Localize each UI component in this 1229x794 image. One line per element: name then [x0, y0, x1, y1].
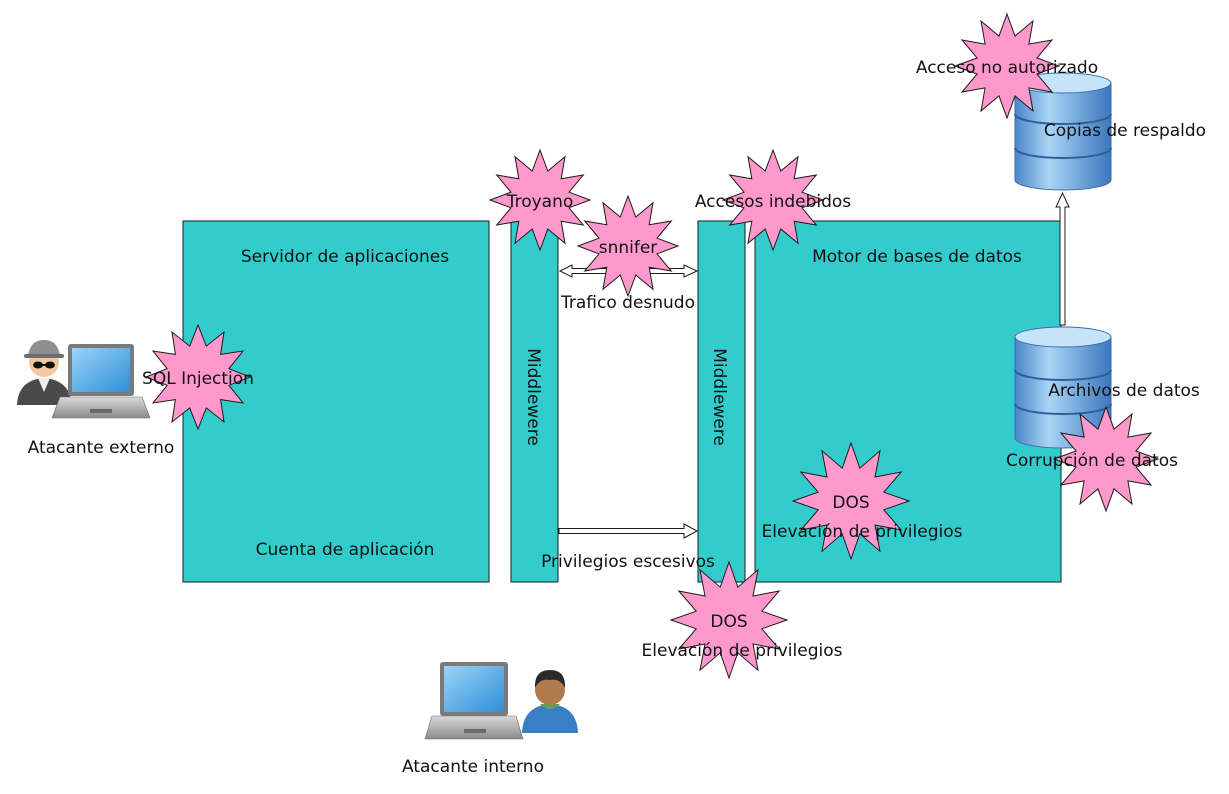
middleware-left-box: Middlewere: [510, 220, 559, 583]
threat-elevacion-engine-label: Elevación de privilegios: [762, 522, 963, 542]
corrupcion-star: [1052, 405, 1160, 513]
troyano-star: [488, 148, 592, 252]
threat-troyano-label: Troyano: [506, 192, 574, 212]
internal-attacker-icon: [424, 662, 578, 740]
threat-dos-engine-label: DOS: [832, 493, 869, 513]
threat-dos-bottom-label: DOS: [710, 612, 747, 632]
threat-stars: [144, 12, 1160, 680]
app-server-title: Servidor de aplicaciones: [241, 247, 449, 267]
traffic-label: Trafico desnudo: [560, 293, 695, 313]
privileges-label: Privilegios escesivos: [541, 552, 715, 572]
internal-attacker-label: Atacante interno: [402, 757, 544, 777]
threat-accesos-indebidos-label: Accesos indebidos: [695, 192, 851, 212]
sniffer-star: [576, 194, 680, 298]
db-engine-title: Motor de bases de datos: [812, 247, 1022, 267]
threat-sql-injection-label: SQL Injection: [142, 369, 254, 389]
middleware-right-label: Middlewere: [709, 348, 729, 446]
threat-sniffer-label: snnifer: [599, 238, 658, 258]
datafiles-label: Archivos de datos: [1048, 381, 1200, 401]
backup-label: Copias de respaldo: [1044, 121, 1206, 141]
middleware-left-label: Middlewere: [523, 348, 543, 446]
db-engine-box: Motor de bases de datos: [754, 220, 1062, 583]
threat-corrupcion-label: Corrupción de datos: [1006, 451, 1178, 471]
accesos-indebidos-star: [721, 148, 825, 252]
dos-elevacion-bottom-star: [669, 560, 789, 680]
external-attacker-label: Atacante externo: [28, 438, 175, 458]
privileges-arrow: [558, 523, 699, 539]
threat-acceso-no-autorizado-label: Acceso no autorizado: [916, 58, 1098, 78]
threat-elevacion-bottom-label: Elevación de privilegios: [642, 641, 843, 661]
dos-elevacion-engine-star: [791, 441, 911, 561]
backup-arrow: [1055, 191, 1070, 326]
app-server-box: Servidor de aplicaciones Cuenta de aplic…: [182, 220, 490, 583]
app-account-label: Cuenta de aplicación: [256, 540, 435, 560]
sql-injection-star: [144, 323, 252, 431]
external-attacker-icon: [17, 340, 151, 419]
middleware-right-box: Middlewere: [697, 220, 746, 583]
acceso-no-autorizado-star: [953, 12, 1061, 120]
